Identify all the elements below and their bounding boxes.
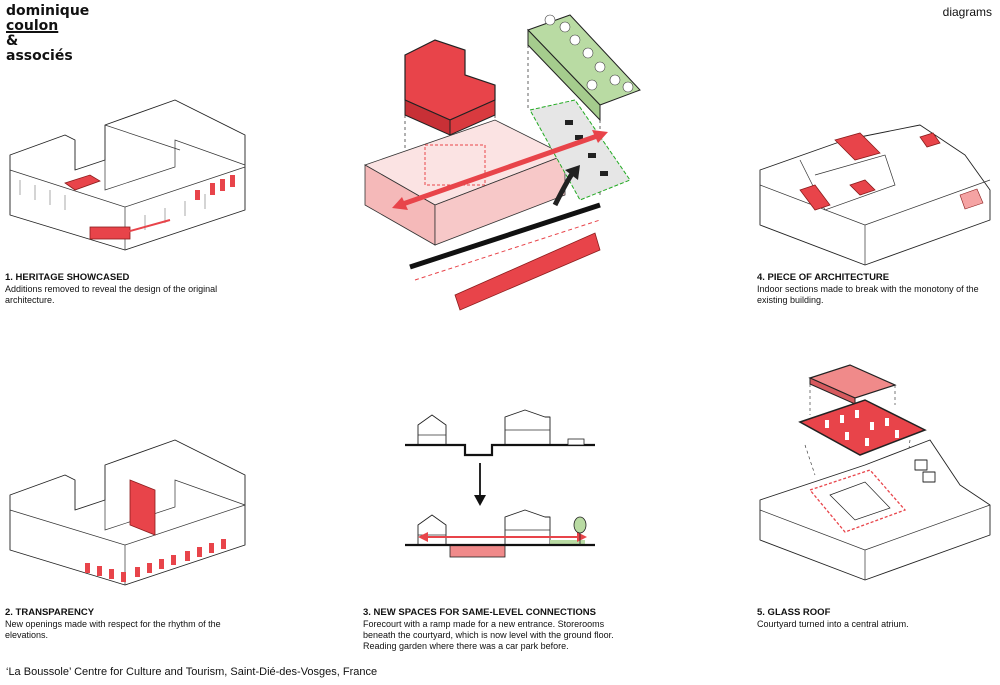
caption-same-level-connections: 3. NEW SPACES FOR SAME-LEVEL CONNECTIONS… [363, 607, 638, 652]
logo-line-1: dominique [6, 3, 90, 19]
caption-transparency: 2. TRANSPARENCY New openings made with r… [5, 607, 255, 641]
caption-text: New openings made with respect for the r… [5, 619, 221, 640]
logo-line-3: & [6, 33, 19, 49]
firm-logo: dominique coulon & associés [6, 4, 89, 64]
caption-title: 2. TRANSPARENCY [5, 607, 95, 618]
caption-heritage-showcased: 1. HERITAGE SHOWCASED Additions removed … [5, 272, 255, 306]
diagram-glass-roof [759, 364, 991, 581]
caption-piece-of-architecture: 4. PIECE OF ARCHITECTURE Indoor sections… [757, 272, 995, 306]
diagram-heritage-showcased [9, 99, 246, 251]
diagram-transparency [9, 439, 246, 586]
caption-text: Courtyard turned into a central atrium. [757, 619, 909, 629]
logo-line-4: associés [6, 48, 73, 64]
caption-title: 4. PIECE OF ARCHITECTURE [757, 272, 890, 283]
caption-text: Additions removed to reveal the design o… [5, 284, 218, 305]
caption-title: 1. HERITAGE SHOWCASED [5, 272, 130, 283]
caption-title: 3. NEW SPACES FOR SAME-LEVEL CONNECTIONS [363, 607, 596, 618]
logo-line-2: coulon [6, 18, 59, 34]
caption-text: Indoor sections made to break with the m… [757, 284, 979, 305]
footer-caption: ‘La Boussole’ Centre for Culture and Tou… [6, 666, 378, 678]
diagram-same-level-connections [405, 409, 595, 558]
caption-title: 5. GLASS ROOF [757, 607, 831, 618]
caption-glass-roof: 5. GLASS ROOF Courtyard turned into a ce… [757, 607, 995, 630]
diagram-exploded-forecourt [364, 14, 641, 311]
caption-text: Forecourt with a ramp made for a new ent… [363, 619, 614, 651]
diagram-piece-of-architecture [759, 124, 991, 266]
diagrams-label: diagrams [942, 5, 992, 19]
